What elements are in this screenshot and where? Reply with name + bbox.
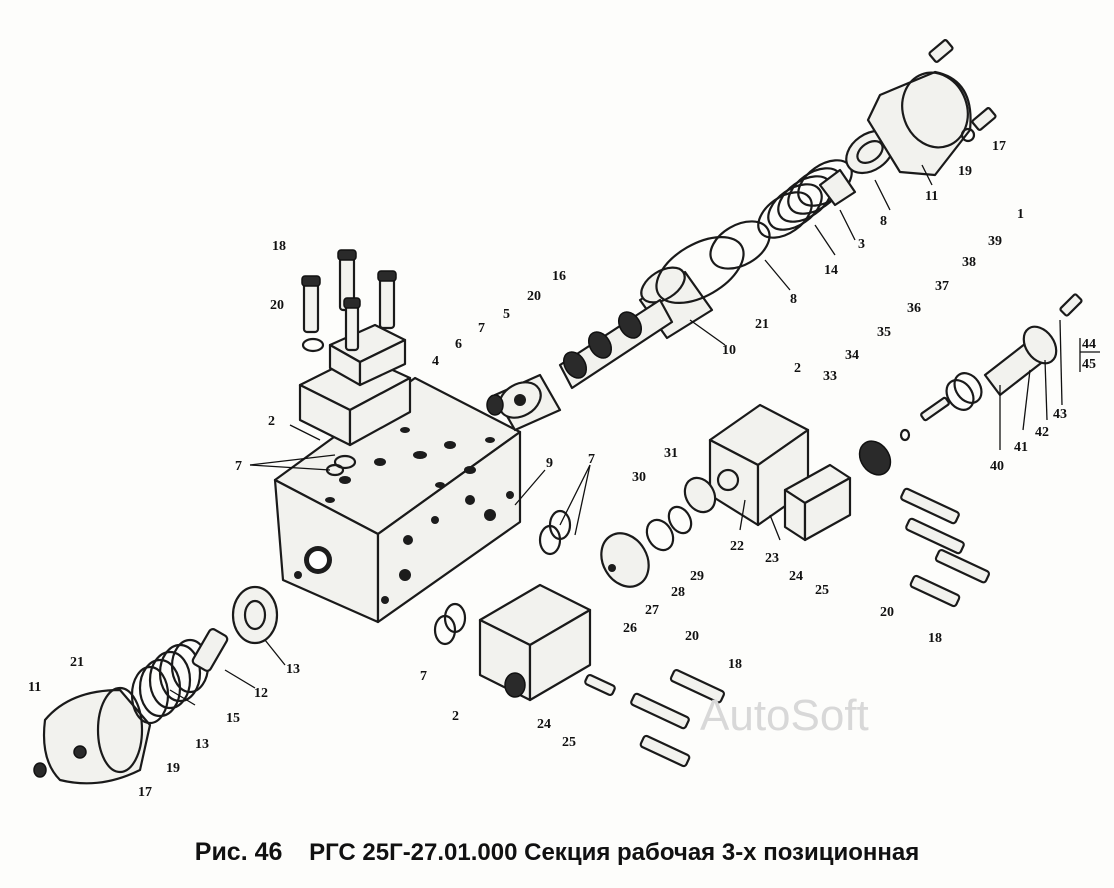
callout-37: 37 xyxy=(935,279,949,294)
callout-20-right: 20 xyxy=(880,605,894,620)
watermark-text: AutoSoft xyxy=(700,691,869,740)
callout-3: 3 xyxy=(858,237,865,252)
lower-control-block xyxy=(433,509,726,768)
callout-7-bottom: 7 xyxy=(420,669,427,684)
callout-24-right: 24 xyxy=(789,569,803,584)
callout-10: 10 xyxy=(722,343,736,358)
callout-labels: 1 2 2 2 3 4 5 6 7 7 7 7 8 8 9 10 11 11 1… xyxy=(28,139,1096,800)
top-control-block xyxy=(298,249,412,477)
callout-7-left: 7 xyxy=(235,459,242,474)
callout-16: 16 xyxy=(552,269,566,284)
callout-2-top: 2 xyxy=(268,414,275,429)
callout-23: 23 xyxy=(765,551,779,566)
callout-33: 33 xyxy=(823,369,837,384)
callout-20-spool: 20 xyxy=(527,289,541,304)
callout-8-mid: 8 xyxy=(790,292,797,307)
callout-17-top: 17 xyxy=(992,139,1006,154)
callout-18-right: 18 xyxy=(928,631,942,646)
callout-2-bottom: 2 xyxy=(452,709,459,724)
callout-36: 36 xyxy=(907,301,921,316)
callout-20-top: 20 xyxy=(270,298,284,313)
callout-26: 26 xyxy=(623,621,637,636)
callout-25-right: 25 xyxy=(815,583,829,598)
callout-25-bottom: 25 xyxy=(562,735,576,750)
callout-34: 34 xyxy=(845,348,859,363)
callout-6: 6 xyxy=(455,337,462,352)
callout-18-bottom: 18 xyxy=(728,657,742,672)
callout-35: 35 xyxy=(877,325,891,340)
right-control-block xyxy=(708,403,991,608)
callout-14: 14 xyxy=(824,263,838,278)
right-relief-valve xyxy=(858,293,1083,476)
callout-19-left: 19 xyxy=(166,761,180,776)
callout-5: 5 xyxy=(503,307,510,322)
callout-27: 27 xyxy=(645,603,659,618)
callout-21-mid: 21 xyxy=(755,317,769,332)
callout-18-top: 18 xyxy=(272,239,286,254)
callout-12: 12 xyxy=(254,686,268,701)
center-bottom-parts xyxy=(600,476,717,588)
callout-7-spool: 7 xyxy=(478,321,485,336)
callout-44: 44 xyxy=(1082,337,1096,352)
callout-24-bottom: 24 xyxy=(537,717,551,732)
spool-assembly xyxy=(486,220,771,432)
callout-4: 4 xyxy=(432,354,439,369)
figure-label: Рис. 46 xyxy=(194,838,283,866)
figure-title: РГС 25Г-27.01.000 Секция рабочая 3-х поз… xyxy=(309,839,920,866)
figure-caption: Рис. 46 РГС 25Г-27.01.000 Секция рабочая… xyxy=(0,838,1114,867)
callout-11-left: 11 xyxy=(28,680,41,695)
callout-13-left: 13 xyxy=(195,737,209,752)
callout-31: 31 xyxy=(664,446,678,461)
callout-21-left: 21 xyxy=(70,655,84,670)
callout-13-right: 13 xyxy=(286,662,300,677)
callout-30: 30 xyxy=(632,470,646,485)
callout-39: 39 xyxy=(988,234,1002,249)
callout-38: 38 xyxy=(962,255,976,270)
callout-29: 29 xyxy=(690,569,704,584)
callout-42: 42 xyxy=(1035,425,1049,440)
callout-7-mid: 7 xyxy=(588,452,595,467)
callout-15: 15 xyxy=(226,711,240,726)
callout-9: 9 xyxy=(546,456,553,471)
callout-43: 43 xyxy=(1053,407,1067,422)
leader-lines xyxy=(169,164,1100,706)
lower-left-cover xyxy=(33,585,279,785)
callout-19-top: 19 xyxy=(958,164,972,179)
callout-8-top: 8 xyxy=(880,214,887,229)
callout-22: 22 xyxy=(730,539,744,554)
callout-28: 28 xyxy=(671,585,685,600)
callout-20-bottom: 20 xyxy=(685,629,699,644)
callout-1: 1 xyxy=(1017,207,1024,222)
main-body-block xyxy=(273,376,522,624)
callout-11-top: 11 xyxy=(925,189,938,204)
upper-spring-cover xyxy=(757,39,997,239)
callout-41: 41 xyxy=(1014,440,1028,455)
callout-40: 40 xyxy=(990,459,1004,474)
callout-45: 45 xyxy=(1082,357,1096,372)
callout-2-right: 2 xyxy=(794,361,801,376)
callout-17-left: 17 xyxy=(138,785,152,800)
